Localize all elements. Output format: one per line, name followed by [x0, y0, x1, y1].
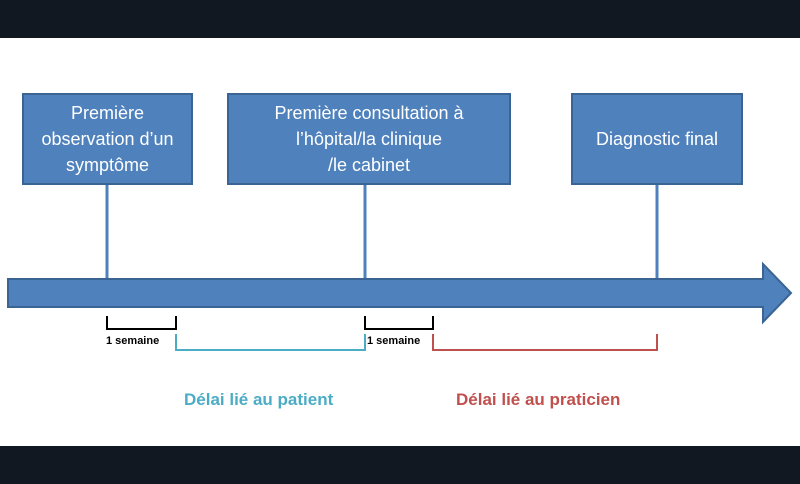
bottom-letterbox-band — [0, 446, 800, 484]
interval-label: 1 semaine — [106, 335, 160, 347]
event-label: Diagnostic final — [595, 129, 719, 149]
event-box-final-diagnosis: Diagnostic final — [571, 93, 743, 185]
timeline-arrow — [7, 261, 793, 325]
patient-delay-label: Délai lié au patient — [184, 390, 334, 409]
event-label: Première observation d’un symptôme — [41, 103, 174, 175]
patient-delay-bracket — [175, 334, 366, 351]
practitioner-delay-bracket — [432, 334, 658, 351]
event-label: Première consultation à l’hôpital/la cli… — [274, 103, 464, 175]
event-box-first-consultation: Première consultation à l’hôpital/la cli… — [227, 93, 511, 185]
interval-bracket — [106, 316, 177, 330]
top-letterbox-band — [0, 0, 800, 38]
interval-label: 1 semaine — [367, 335, 421, 347]
practitioner-delay-label: Délai lié au praticien — [456, 390, 621, 409]
event-box-first-symptom: Première observation d’un symptôme — [22, 93, 193, 185]
interval-bracket — [364, 316, 434, 330]
